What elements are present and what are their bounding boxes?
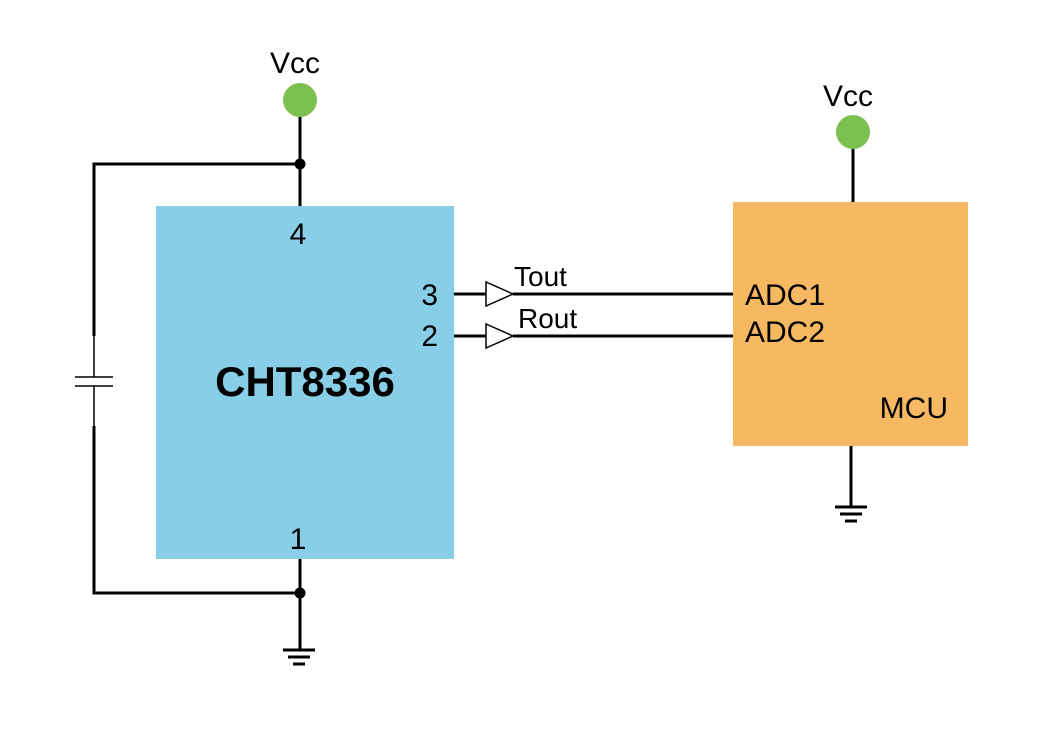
mcu-body (733, 202, 968, 446)
vcc-node-icon (283, 83, 317, 117)
cap-top-wire (92, 162, 300, 336)
tout-signal-label: Tout (514, 261, 567, 292)
ground-icon (835, 505, 867, 523)
sensor-chip-name: CHT8336 (215, 358, 395, 405)
vcc-node-icon (836, 115, 870, 149)
cap-bottom-wire (92, 426, 300, 595)
sensor-chip-body (156, 206, 454, 559)
sensor-pin-2-label: 2 (421, 320, 438, 353)
rout-signal-label: Rout (518, 303, 577, 334)
sensor-vcc-label: Vcc (270, 47, 320, 80)
sensor-pin-4-label: 4 (290, 218, 307, 251)
mcu-vcc-label: Vcc (823, 80, 873, 113)
junction-dot-icon (294, 587, 306, 599)
mcu-adc2-label: ADC2 (745, 316, 825, 349)
sensor-pin-1-label: 1 (290, 523, 307, 556)
mcu-name: MCU (880, 392, 948, 425)
ground-icon (283, 648, 315, 666)
mcu-adc1-label: ADC1 (745, 279, 825, 312)
buffer-icon (485, 322, 515, 350)
sensor-pin-3-label: 3 (421, 279, 438, 312)
buffer-icon (485, 280, 515, 308)
capacitor-icon (75, 336, 113, 426)
